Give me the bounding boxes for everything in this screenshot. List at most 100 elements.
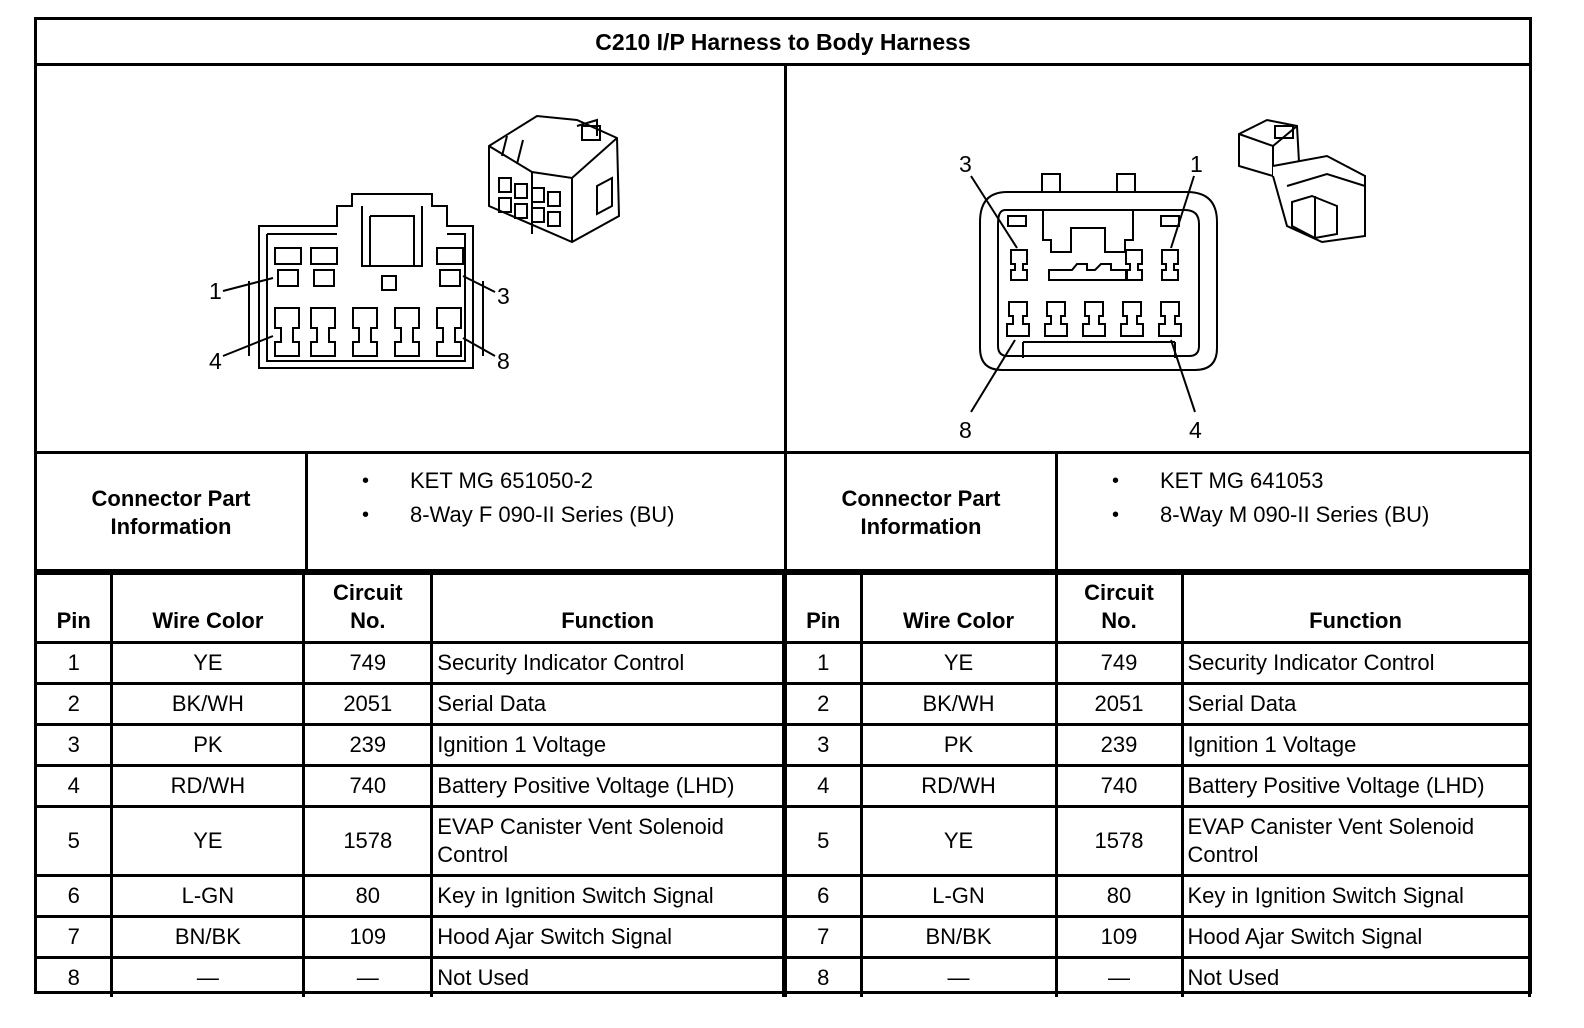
cell-pin: 7 — [787, 915, 863, 959]
cell-pin: 5 — [37, 805, 114, 877]
part-number: KET MG 651050-2 — [410, 468, 594, 493]
cell-wire-color: BN/BK — [110, 915, 306, 959]
header-wire-color: Wire Color — [110, 572, 306, 644]
cell-pin: 4 — [37, 764, 114, 808]
connector-end-view-sheet: C210 I/P Harness to Body Harness — [34, 17, 1535, 997]
pin-callout-8: 8 — [959, 417, 972, 443]
pin-callout-1: 1 — [1190, 151, 1203, 177]
cell-circuit: 749 — [302, 641, 434, 685]
list-item: • KET MG 651050-2 — [362, 464, 674, 498]
connector-right: 3 1 8 4 Connector Part Information • KET… — [787, 20, 1535, 997]
cell-circuit: 80 — [1054, 874, 1184, 918]
cell-pin: 2 — [787, 682, 863, 726]
cell-circuit: 1578 — [302, 805, 434, 877]
connector-part-info-list: • KET MG 641053 • 8-Way M 090-II Series … — [1112, 464, 1429, 532]
cell-pin: 1 — [787, 641, 863, 685]
pin-callout-4: 4 — [209, 348, 222, 374]
part-info-column-divider — [305, 454, 308, 572]
cell-pin: 4 — [787, 764, 863, 808]
cell-circuit: 239 — [1054, 723, 1184, 767]
cell-circuit: 109 — [1054, 915, 1184, 959]
list-item: • 8-Way F 090-II Series (BU) — [362, 498, 674, 532]
cell-circuit: 1578 — [1054, 805, 1184, 877]
cell-function: Ignition 1 Voltage — [1180, 723, 1531, 767]
pin-callout-1: 1 — [209, 278, 222, 304]
cell-wire-color: RD/WH — [859, 764, 1058, 808]
part-description: 8-Way F 090-II Series (BU) — [410, 502, 675, 527]
cell-function: EVAP Canister Vent Solenoid Control — [1180, 805, 1531, 877]
cell-wire-color: YE — [110, 641, 306, 685]
cell-wire-color: PK — [110, 723, 306, 767]
cell-function: Key in Ignition Switch Signal — [1180, 874, 1531, 918]
header-function: Function — [430, 572, 785, 644]
cell-wire-color: YE — [859, 641, 1058, 685]
cell-function: Battery Positive Voltage (LHD) — [430, 764, 785, 808]
header-pin: Pin — [787, 572, 863, 644]
female-connector-end-view: 1 3 4 8 — [209, 114, 621, 374]
pin-callout-8: 8 — [497, 348, 510, 374]
pin-callout-4: 4 — [1189, 417, 1202, 443]
female-connector-3d-image — [488, 114, 621, 244]
part-description: 8-Way M 090-II Series (BU) — [1160, 502, 1430, 527]
connector-part-info-label: Connector Part Information — [91, 486, 251, 539]
bullet-icon: • — [1112, 470, 1120, 492]
cell-wire-color: — — [110, 956, 306, 997]
cell-function: EVAP Canister Vent Solenoid Control — [430, 805, 785, 877]
cell-pin: 7 — [37, 915, 114, 959]
cell-wire-color: RD/WH — [110, 764, 306, 808]
bullet-icon: • — [362, 504, 370, 526]
cell-wire-color: YE — [859, 805, 1058, 877]
part-info-divider — [37, 569, 1529, 572]
pin-callout-3: 3 — [497, 283, 510, 309]
cell-circuit: 80 — [302, 874, 434, 918]
cell-function: Serial Data — [430, 682, 785, 726]
cell-wire-color: BK/WH — [859, 682, 1058, 726]
bullet-icon: • — [362, 470, 370, 492]
cell-circuit: 740 — [1054, 764, 1184, 808]
cell-circuit: — — [302, 956, 434, 997]
male-connector-end-view: 3 1 8 4 — [959, 118, 1366, 443]
cell-pin: 3 — [787, 723, 863, 767]
male-connector-3d-image — [1238, 118, 1366, 244]
cell-pin: 8 — [787, 956, 863, 997]
list-item: • 8-Way M 090-II Series (BU) — [1112, 498, 1429, 532]
cell-circuit: 740 — [302, 764, 434, 808]
cell-circuit: 239 — [302, 723, 434, 767]
part-info-column-divider — [1055, 454, 1058, 572]
part-number: KET MG 641053 — [1160, 468, 1324, 493]
header-wire-color: Wire Color — [859, 572, 1058, 644]
cell-pin: 1 — [37, 641, 114, 685]
page-title: C210 I/P Harness to Body Harness — [37, 20, 1529, 66]
cell-wire-color: L-GN — [110, 874, 306, 918]
cell-function: Security Indicator Control — [430, 641, 785, 685]
cell-function: Key in Ignition Switch Signal — [430, 874, 785, 918]
cell-wire-color: BK/WH — [110, 682, 306, 726]
table-row: 8——Not Used — [37, 956, 785, 997]
cell-circuit: 2051 — [302, 682, 434, 726]
male-connector-diagram: 3 1 8 4 — [787, 66, 1534, 454]
connector-part-info-list: • KET MG 651050-2 • 8-Way F 090-II Serie… — [362, 464, 674, 532]
cell-function: Security Indicator Control — [1180, 641, 1531, 685]
cell-wire-color: PK — [859, 723, 1058, 767]
cell-function: Hood Ajar Switch Signal — [430, 915, 785, 959]
female-connector-diagram: 1 3 4 8 — [37, 66, 784, 454]
male-connector-face — [970, 173, 1218, 413]
cell-function: Serial Data — [1180, 682, 1531, 726]
